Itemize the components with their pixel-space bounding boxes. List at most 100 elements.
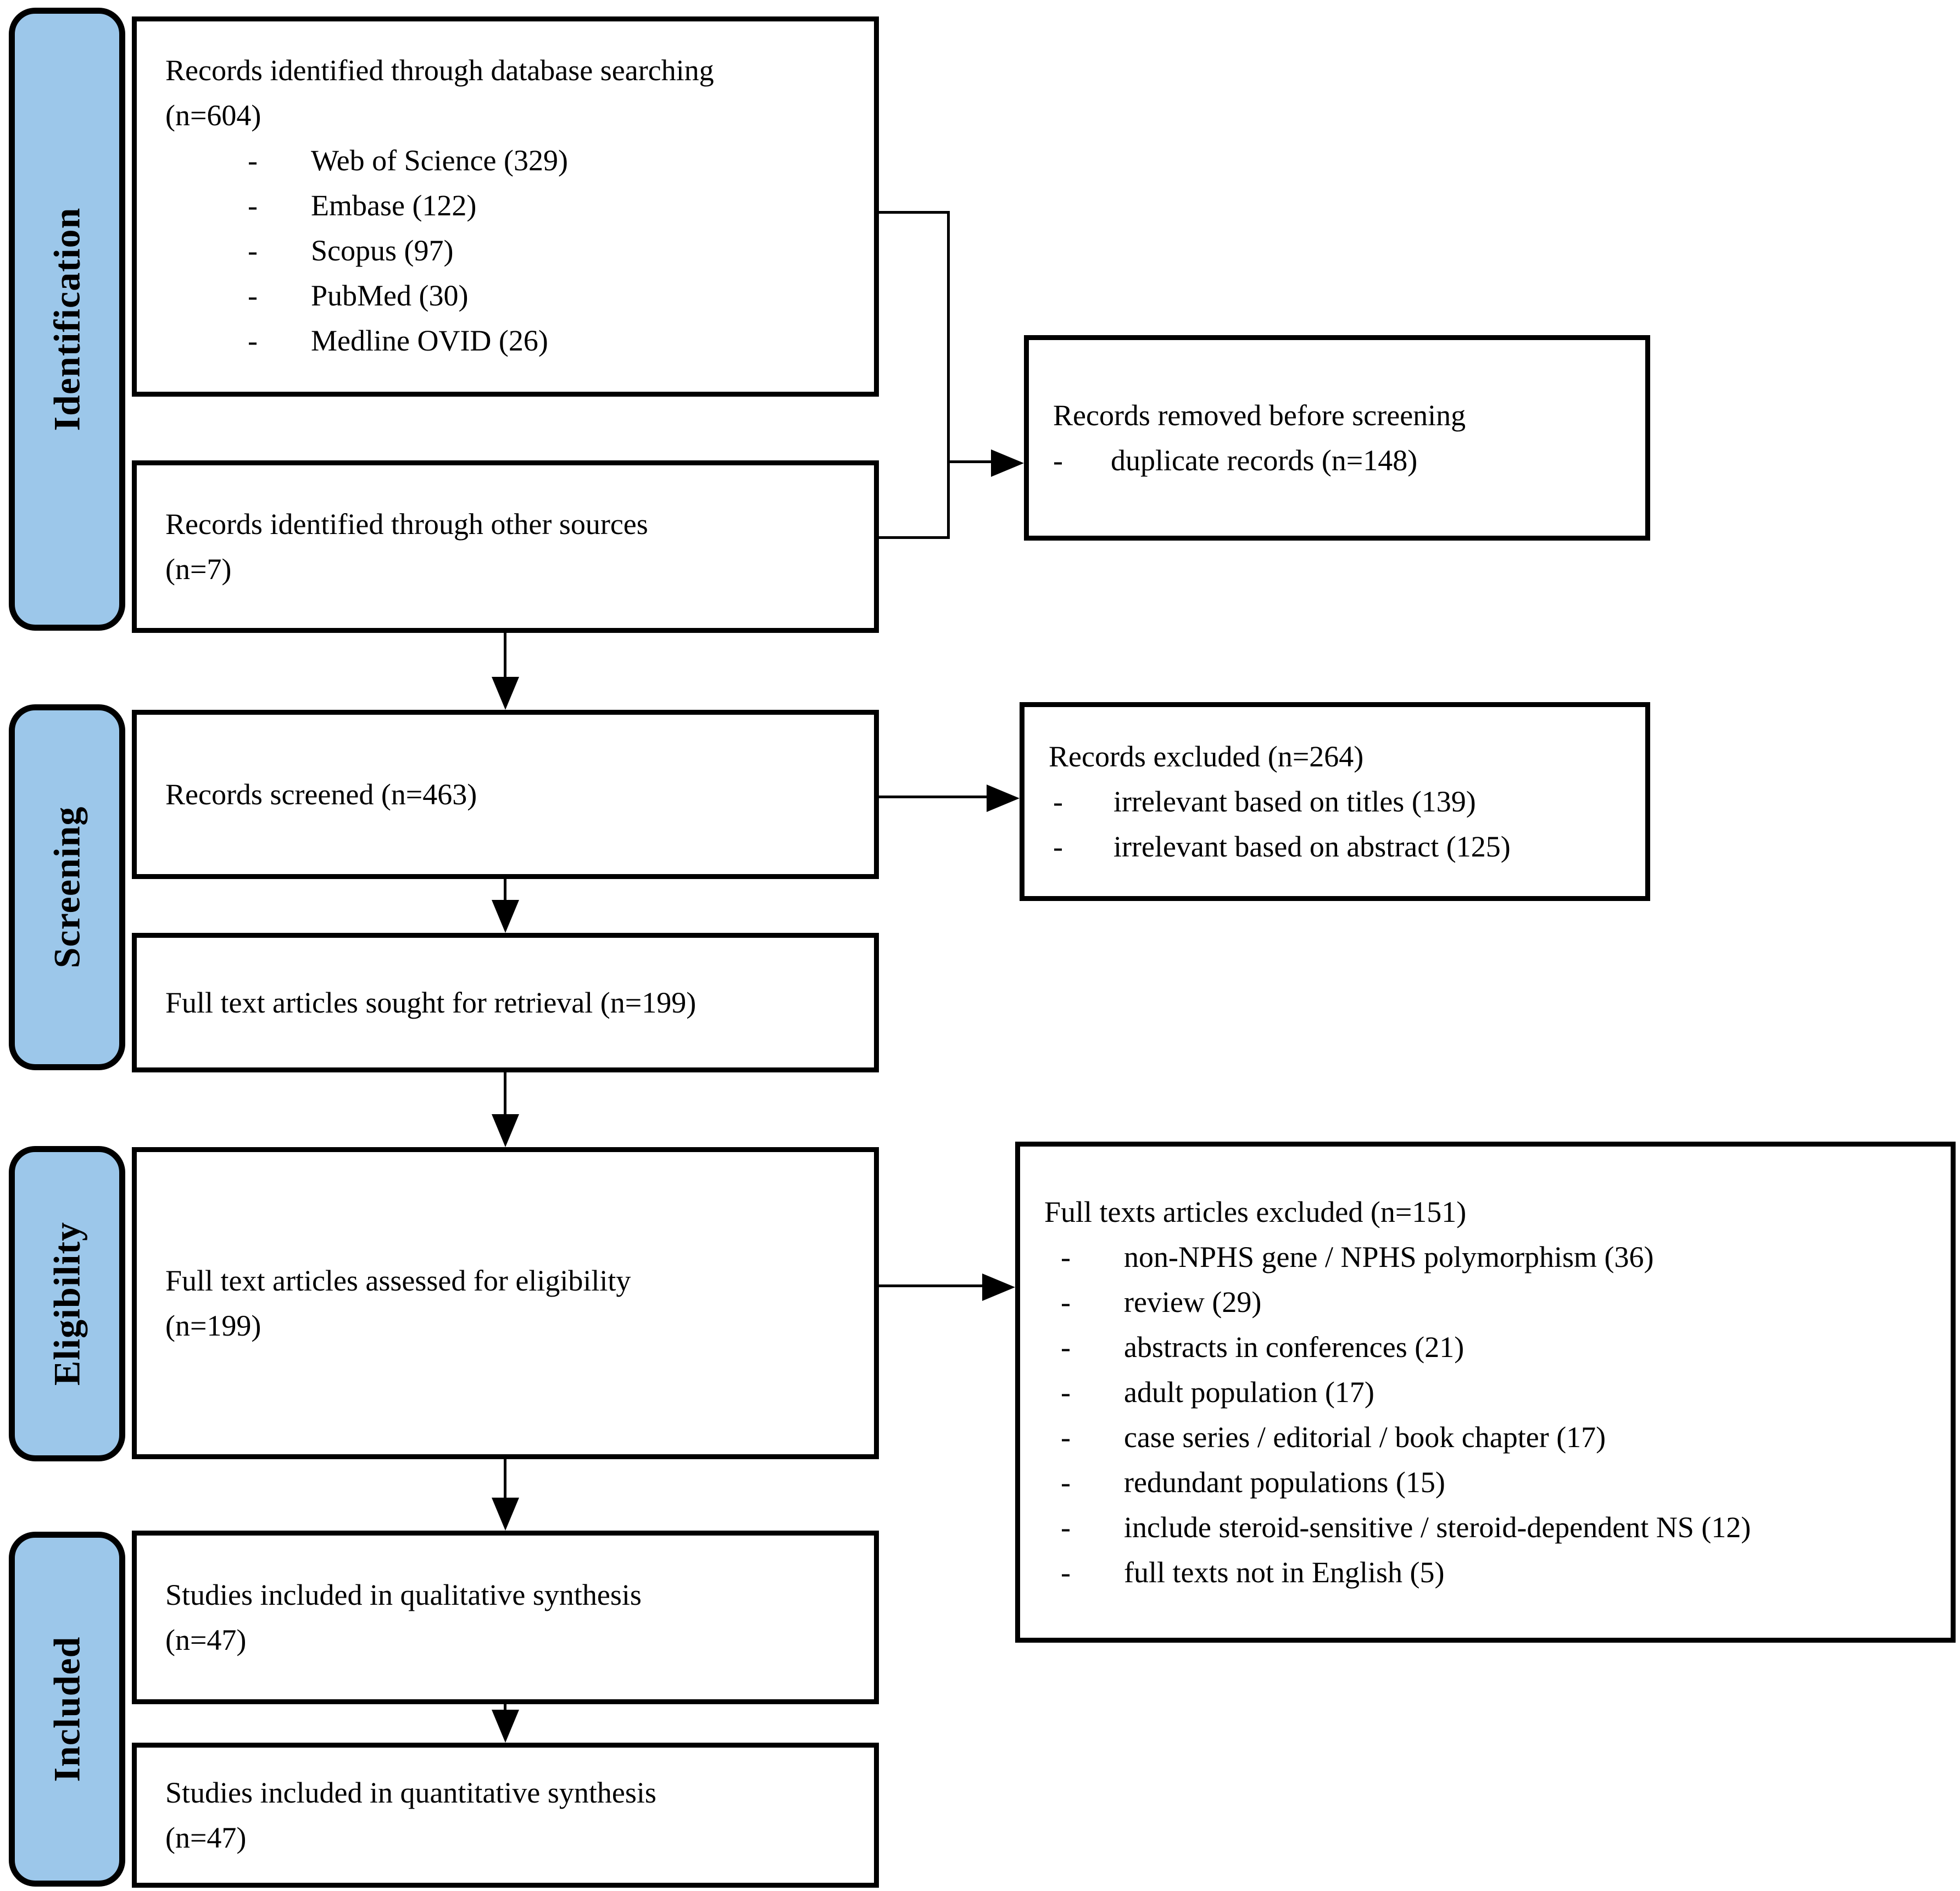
box-count: (n=47): [165, 1623, 247, 1656]
bullet-dash: -: [248, 144, 258, 177]
list-item: - Web of Science (329): [219, 138, 874, 183]
list-item: - adult population (17): [1037, 1370, 1951, 1415]
connector-assessed-to-qualitative: [504, 1459, 506, 1502]
stage-tab-screening: Screening: [9, 704, 125, 1070]
box-title: Studies included in quantitative synthes…: [165, 1776, 656, 1809]
box-records-excluded: Records excluded (n=264) - irrelevant ba…: [1020, 702, 1650, 901]
bullet-dash: -: [248, 324, 258, 357]
box-fulltext-excluded: Full texts articles excluded (n=151) - n…: [1015, 1142, 1956, 1643]
box-title: Full texts articles excluded (n=151): [1044, 1195, 1467, 1228]
stage-label-eligibility: Eligibility: [46, 1221, 88, 1386]
list-item-text: PubMed (30): [311, 279, 469, 312]
box-count: (n=604): [165, 99, 261, 132]
list-item-text: irrelevant based on abstract (125): [1113, 830, 1511, 863]
list-item: - case series / editorial / book chapter…: [1037, 1415, 1951, 1460]
list-item-text: full texts not in English (5): [1124, 1556, 1445, 1589]
bullet-dash: -: [1061, 1286, 1071, 1319]
list-item: - Medline OVID (26): [219, 318, 874, 363]
bullet-dash: -: [1061, 1421, 1071, 1454]
list-item-text: include steroid-sensitive / steroid-depe…: [1124, 1511, 1751, 1544]
list-item-text: review (29): [1124, 1286, 1262, 1319]
box-qualitative-synthesis: Studies included in qualitative synthesi…: [132, 1531, 879, 1704]
list-item-text: redundant populations (15): [1124, 1466, 1445, 1499]
list-item-text: abstracts in conferences (21): [1124, 1331, 1465, 1364]
list-item: - PubMed (30): [219, 273, 874, 318]
connector-to-removed: [947, 460, 995, 463]
stage-tab-included: Included: [9, 1532, 125, 1887]
connector-dbsearch-elbow: [879, 211, 947, 214]
connector-screened-to-excluded: [879, 796, 991, 798]
connector-elbow-vertical: [947, 211, 950, 539]
list-item: - review (29): [1037, 1280, 1951, 1325]
connector-sought-to-assessed: [504, 1072, 506, 1119]
stage-tab-identification: Identification: [9, 8, 125, 631]
bullet-dash: -: [1053, 785, 1063, 818]
box-count: (n=199): [165, 1309, 261, 1342]
stage-label-identification: Identification: [46, 207, 88, 431]
arrowhead-to-assessed: [492, 1114, 519, 1147]
list-item: - Embase (122): [219, 183, 874, 228]
connector-screened-to-sought: [504, 879, 506, 904]
bullet-dash: -: [248, 189, 258, 222]
box-title: Records identified through other sources: [165, 508, 648, 541]
list-item-text: non-NPHS gene / NPHS polymorphism (36): [1124, 1241, 1654, 1273]
arrowhead-to-ftexcluded: [982, 1273, 1015, 1301]
box-records-database-searching: Records identified through database sear…: [132, 16, 879, 397]
stage-label-included: Included: [46, 1636, 88, 1782]
list-item: - Scopus (97): [219, 228, 874, 273]
list-item: - irrelevant based on abstract (125): [1029, 824, 1645, 869]
box-records-other-sources: Records identified through other sources…: [132, 460, 879, 633]
arrowhead-to-screened: [492, 677, 519, 710]
connector-othersources-elbow: [879, 536, 947, 539]
stage-tab-eligibility: Eligibility: [9, 1146, 125, 1461]
list-item: - irrelevant based on titles (139): [1029, 779, 1645, 824]
box-count: (n=7): [165, 553, 232, 586]
list-item-text: Embase (122): [311, 189, 477, 222]
bullet-dash: -: [248, 234, 258, 267]
list-item-text: Scopus (97): [311, 234, 454, 267]
connector-assessed-to-ftexcluded: [879, 1284, 987, 1287]
list-item-text: duplicate records (n=148): [1111, 444, 1418, 477]
bullet-dash: -: [1061, 1331, 1071, 1364]
box-title: Records identified through database sear…: [165, 54, 714, 87]
bullet-dash: -: [1061, 1241, 1071, 1273]
list-item: - abstracts in conferences (21): [1037, 1325, 1951, 1370]
list-item-text: case series / editorial / book chapter (…: [1124, 1421, 1606, 1454]
list-item-text: Medline OVID (26): [311, 324, 548, 357]
box-records-screened: Records screened (n=463): [132, 710, 879, 879]
box-title: Studies included in qualitative synthesi…: [165, 1578, 642, 1611]
bullet-dash: -: [1061, 1556, 1071, 1589]
list-item: - full texts not in English (5): [1037, 1550, 1951, 1595]
box-title: Records excluded (n=264): [1049, 740, 1364, 773]
list-item: - non-NPHS gene / NPHS polymorphism (36): [1037, 1234, 1951, 1280]
bullet-dash: -: [1061, 1376, 1071, 1409]
bullet-dash: -: [1061, 1511, 1071, 1544]
box-count: (n=47): [165, 1821, 247, 1854]
box-quantitative-synthesis: Studies included in quantitative synthes…: [132, 1743, 879, 1888]
box-fulltext-assessed: Full text articles assessed for eligibil…: [132, 1147, 879, 1459]
box-title: Full text articles assessed for eligibil…: [165, 1264, 631, 1297]
arrowhead-to-qualitative: [492, 1498, 519, 1531]
bullet-dash: -: [1061, 1466, 1071, 1499]
list-item-text: adult population (17): [1124, 1376, 1374, 1409]
list-item: - duplicate records (n=148): [1029, 438, 1645, 483]
box-title: Records screened (n=463): [165, 778, 477, 811]
box-records-removed: Records removed before screening - dupli…: [1024, 335, 1650, 541]
arrowhead-to-sought: [492, 900, 519, 933]
connector-qualitative-to-quantitative: [504, 1704, 506, 1714]
arrowhead-to-quantitative: [492, 1710, 519, 1743]
bullet-dash: -: [1053, 444, 1063, 477]
arrowhead-to-removed: [991, 449, 1024, 477]
stage-label-screening: Screening: [46, 806, 88, 969]
bullet-dash: -: [248, 279, 258, 312]
connector-sources-to-screened: [504, 633, 506, 681]
box-title: Full text articles sought for retrieval …: [165, 986, 697, 1019]
list-item: - include steroid-sensitive / steroid-de…: [1037, 1505, 1951, 1550]
box-title: Records removed before screening: [1053, 399, 1466, 432]
bullet-dash: -: [1053, 830, 1063, 863]
box-fulltext-sought: Full text articles sought for retrieval …: [132, 933, 879, 1072]
list-item: - redundant populations (15): [1037, 1460, 1951, 1505]
list-item-text: Web of Science (329): [311, 144, 568, 177]
arrowhead-to-excluded: [987, 785, 1020, 812]
